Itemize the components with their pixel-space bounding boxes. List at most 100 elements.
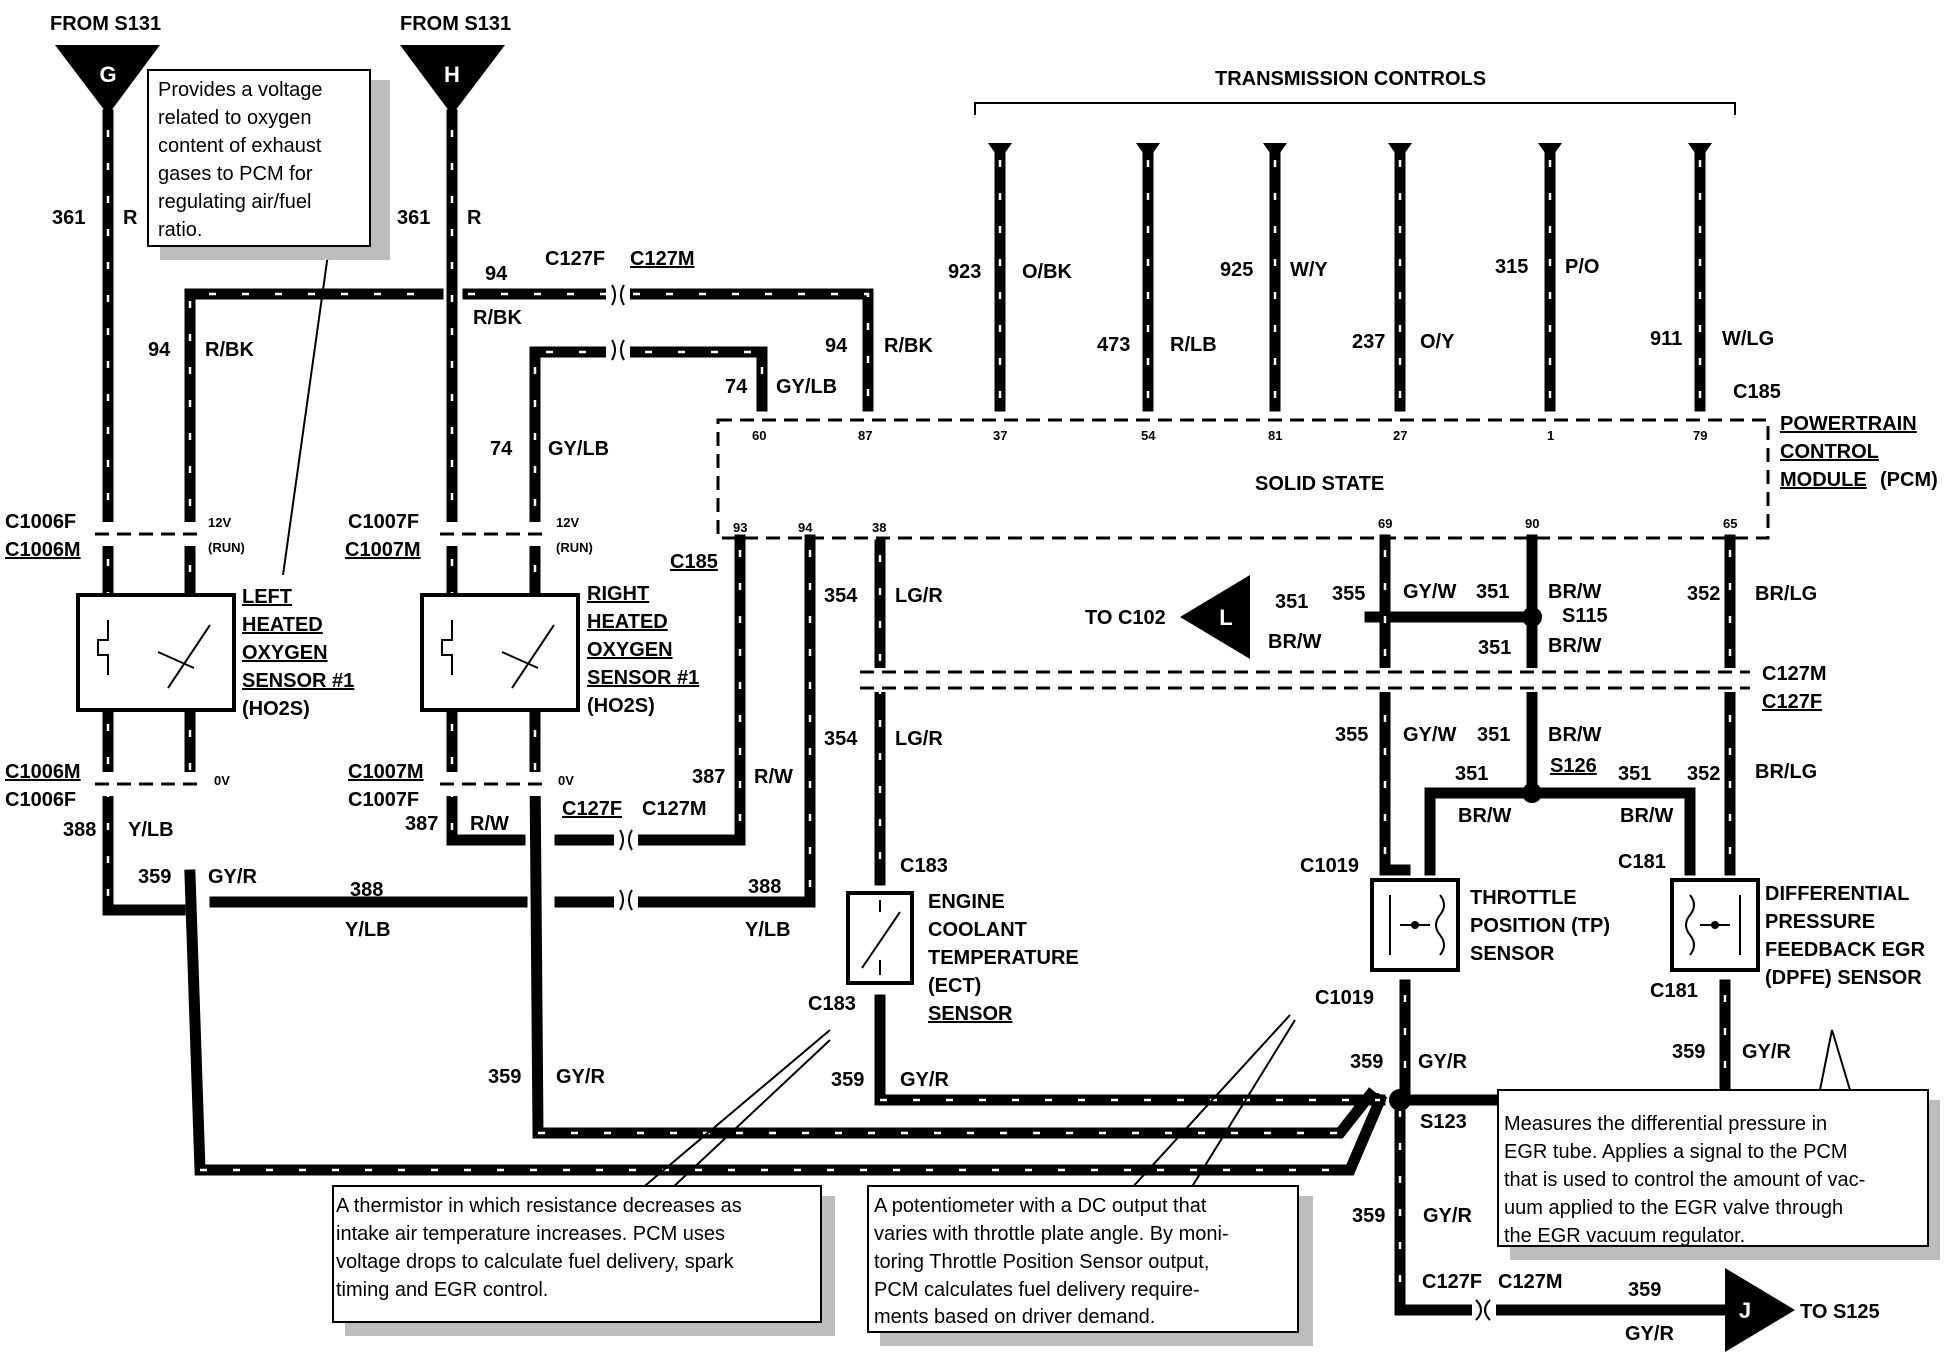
svg-text:81: 81 (1268, 428, 1282, 443)
splice-s115 (1522, 607, 1542, 627)
svg-text:LG/R: LG/R (895, 585, 943, 607)
wires (102, 109, 1736, 1316)
callout-lines (282, 239, 1851, 1191)
wire-351-tp (1424, 787, 1534, 876)
svg-text:(RUN): (RUN) (208, 540, 245, 555)
svg-text:388: 388 (350, 879, 383, 901)
svg-text:387: 387 (405, 813, 438, 835)
svg-text:387: 387 (692, 766, 725, 788)
svg-text:BR/LG: BR/LG (1755, 583, 1817, 605)
svg-text:GY/W: GY/W (1403, 724, 1456, 746)
svg-text:SENSOR #1: SENSOR #1 (587, 667, 699, 689)
svg-text:354: 354 (824, 728, 858, 750)
svg-text:GY/LB: GY/LB (548, 438, 609, 460)
svg-text:OXYGEN: OXYGEN (587, 639, 673, 661)
from-s131-g-label: FROM S131 (50, 13, 161, 35)
svg-text:uum applied to the EGR valve t: uum applied to the EGR valve through (1504, 1197, 1843, 1219)
svg-text:C127M: C127M (642, 798, 706, 820)
transmission-controls-label: TRANSMISSION CONTROLS (1215, 68, 1486, 90)
svg-text:C1007F: C1007F (348, 511, 419, 533)
svg-text:352: 352 (1687, 583, 1720, 605)
svg-text:R/BK: R/BK (205, 339, 254, 361)
svg-text:923: 923 (948, 261, 981, 283)
svg-text:Provides a voltage: Provides a voltage (158, 79, 323, 101)
svg-text:GY/R: GY/R (208, 866, 257, 888)
svg-text:74: 74 (725, 376, 748, 398)
note-ho2s: Provides a voltage related to oxygen con… (147, 69, 390, 260)
svg-text:0V: 0V (558, 773, 574, 788)
svg-text:MODULE: MODULE (1780, 469, 1867, 491)
svg-text:RIGHT: RIGHT (587, 583, 649, 605)
svg-text:O/BK: O/BK (1022, 261, 1073, 283)
svg-text:HEATED: HEATED (242, 614, 323, 636)
svg-text:COOLANT: COOLANT (928, 919, 1027, 941)
svg-text:351: 351 (1476, 581, 1509, 603)
svg-text:timing and EGR control.: timing and EGR control. (336, 1279, 548, 1301)
svg-text:1: 1 (1547, 428, 1554, 443)
svg-text:R: R (467, 207, 482, 229)
svg-text:27: 27 (1393, 428, 1407, 443)
svg-text:359: 359 (1352, 1205, 1385, 1227)
svg-text:that is used to control the am: that is used to control the amount of va… (1504, 1169, 1865, 1191)
svg-text:359: 359 (1672, 1041, 1705, 1063)
wire-361-h (446, 109, 526, 846)
svg-text:BR/W: BR/W (1548, 635, 1601, 657)
wire-359-left (184, 869, 1388, 1176)
svg-text:C1019: C1019 (1300, 855, 1359, 877)
svg-text:OXYGEN: OXYGEN (242, 642, 328, 664)
svg-text:TEMPERATURE: TEMPERATURE (928, 947, 1079, 969)
svg-text:GY/R: GY/R (1625, 1323, 1674, 1345)
connector-breaks (95, 280, 1750, 1324)
splice-s126 (1522, 783, 1542, 803)
wire-labels: 361 R 361 R 94 R/BK 94 R/BK 94 R/BK 74 G… (52, 207, 1817, 1345)
svg-text:388: 388 (748, 876, 781, 898)
svg-text:925: 925 (1220, 259, 1253, 281)
svg-text:SENSOR: SENSOR (1470, 943, 1555, 965)
svg-text:65: 65 (1723, 516, 1737, 531)
svg-text:C185: C185 (670, 551, 718, 573)
svg-text:BR/W: BR/W (1458, 805, 1511, 827)
from-s131-h-label: FROM S131 (400, 13, 511, 35)
svg-text:C127M: C127M (630, 248, 694, 270)
svg-text:388: 388 (63, 819, 96, 841)
svg-text:R/W: R/W (754, 766, 793, 788)
connector-j: J (1725, 1268, 1795, 1352)
svg-text:DIFFERENTIAL: DIFFERENTIAL (1765, 883, 1909, 905)
svg-text:C1006M: C1006M (5, 539, 81, 561)
svg-text:69: 69 (1378, 516, 1392, 531)
svg-text:GY/R: GY/R (556, 1066, 605, 1088)
svg-text:74: 74 (490, 438, 513, 460)
svg-text:C127F: C127F (562, 798, 622, 820)
svg-text:C183: C183 (808, 993, 856, 1015)
svg-text:(HO2S): (HO2S) (242, 698, 310, 720)
svg-text:94: 94 (148, 339, 171, 361)
svg-text:Y/LB: Y/LB (128, 819, 174, 841)
main-labels: FROM S131 FROM S131 TRANSMISSION CONTROL… (50, 13, 1938, 1323)
note-ect: A thermistor in which resistance decreas… (332, 1185, 835, 1336)
svg-text:C185: C185 (1733, 381, 1781, 403)
svg-text:359: 359 (831, 1069, 864, 1091)
svg-text:L: L (1219, 605, 1232, 630)
svg-text:LEFT: LEFT (242, 586, 292, 608)
svg-text:90: 90 (1525, 516, 1539, 531)
svg-text:C1007F: C1007F (348, 789, 419, 811)
svg-text:60: 60 (752, 428, 766, 443)
svg-text:Y/LB: Y/LB (745, 919, 791, 941)
svg-text:BR/W: BR/W (1268, 631, 1321, 653)
svg-text:C181: C181 (1618, 851, 1666, 873)
svg-text:GY/R: GY/R (1418, 1051, 1467, 1073)
svg-text:C1006M: C1006M (5, 761, 81, 783)
svg-text:94: 94 (825, 335, 848, 357)
svg-text:(ECT): (ECT) (928, 975, 981, 997)
svg-text:BR/W: BR/W (1548, 724, 1601, 746)
svg-text:93: 93 (733, 520, 747, 535)
svg-text:12V: 12V (208, 515, 231, 530)
svg-text:GY/W: GY/W (1403, 581, 1456, 603)
svg-text:911: 911 (1650, 328, 1682, 350)
svg-text:359: 359 (1350, 1051, 1383, 1073)
svg-text:C1006F: C1006F (5, 511, 76, 533)
svg-text:BR/LG: BR/LG (1755, 761, 1817, 783)
splice-s123 (1389, 1089, 1411, 1111)
svg-text:351: 351 (1618, 763, 1651, 785)
svg-text:473: 473 (1097, 334, 1130, 356)
